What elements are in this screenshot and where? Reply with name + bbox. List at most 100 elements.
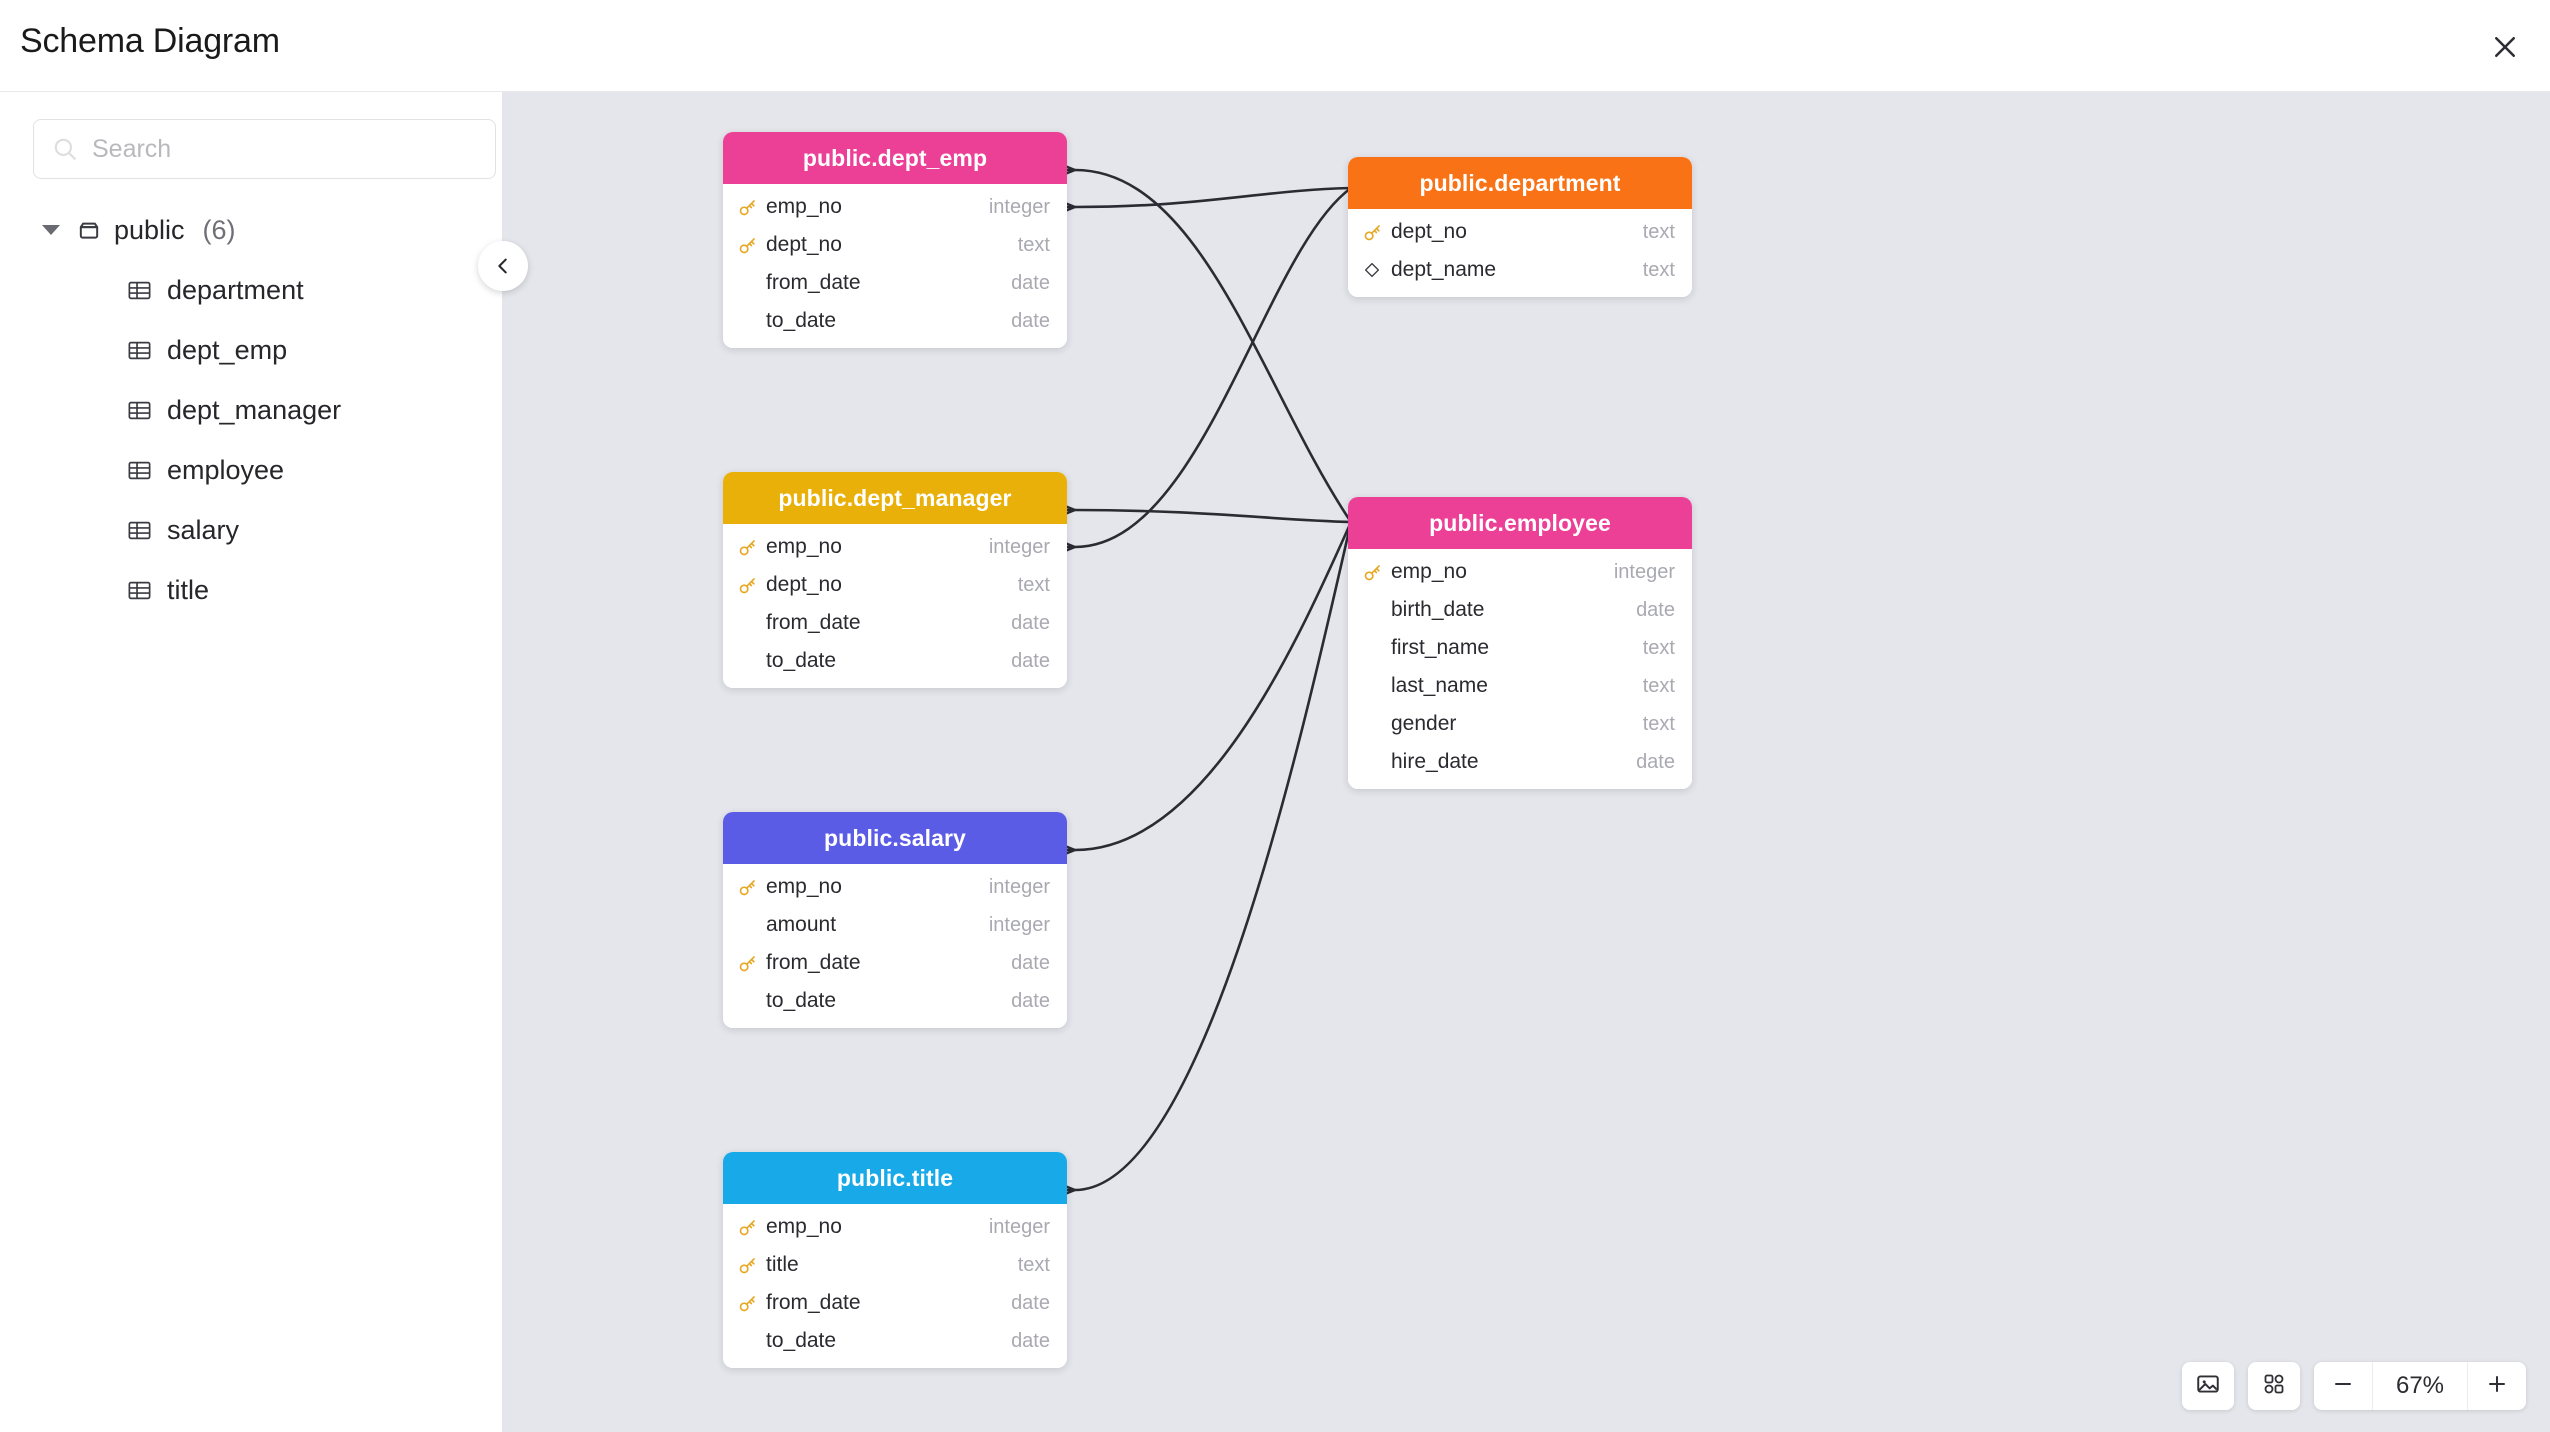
column-no-icon [736, 1330, 758, 1352]
column-name: dept_no [766, 233, 842, 256]
sidebar-item-department[interactable]: department [0, 260, 503, 320]
column-name: emp_no [766, 195, 842, 218]
key-icon [736, 196, 758, 218]
column-type: text [1017, 1253, 1050, 1276]
page-title: Schema Diagram [20, 22, 280, 60]
zoom-out-button[interactable] [2314, 1362, 2372, 1410]
search-box[interactable] [33, 119, 496, 179]
table-column-row[interactable]: dept_name text [1348, 251, 1692, 289]
column-name: amount [766, 913, 837, 936]
table-column-row[interactable]: title text [723, 1246, 1067, 1284]
key-icon [736, 536, 758, 558]
column-type: integer [988, 535, 1050, 558]
export-image-button[interactable] [2182, 1362, 2234, 1410]
column-type: text [1017, 233, 1050, 256]
table-column-row[interactable]: to_date date [723, 642, 1067, 680]
key-icon [736, 234, 758, 256]
zoom-in-button[interactable] [2468, 1362, 2526, 1410]
sidebar-item-public-schema[interactable]: public (6) [0, 200, 503, 260]
key-icon [736, 574, 758, 596]
diamond-icon [1361, 259, 1383, 281]
column-name: first_name [1391, 636, 1490, 659]
column-name: from_date [766, 1291, 861, 1314]
column-name: title [766, 1253, 799, 1276]
column-no-icon [736, 612, 758, 634]
column-name: to_date [766, 649, 837, 672]
column-name: from_date [766, 611, 861, 634]
app-header: Schema Diagram [0, 0, 2550, 92]
key-icon [736, 1216, 758, 1238]
canvas-toolbar: 67% [2182, 1362, 2526, 1410]
column-type: date [1636, 750, 1675, 773]
column-type: text [1642, 674, 1675, 697]
key-icon [736, 876, 758, 898]
sidebar-item-label: salary [167, 514, 240, 545]
sidebar-item-dept_manager[interactable]: dept_manager [0, 380, 503, 440]
column-name: dept_name [1391, 258, 1497, 281]
table-icon [126, 397, 153, 424]
column-type: date [1011, 1291, 1050, 1314]
column-type: text [1642, 258, 1675, 281]
edge-title-employee [1073, 520, 1353, 1192]
zoom-level-label[interactable]: 67% [2372, 1362, 2468, 1410]
search-input[interactable] [92, 134, 477, 164]
table-node-title: public.salary [723, 812, 1067, 864]
table-column-row[interactable]: from_date date [723, 1284, 1067, 1322]
auto-layout-button[interactable] [2248, 1362, 2300, 1410]
edge-dept_emp-department [1073, 186, 1353, 209]
caret-down-icon[interactable] [42, 225, 60, 235]
table-column-row[interactable]: dept_no text [723, 226, 1067, 264]
column-type: date [1011, 271, 1050, 294]
column-type: date [1011, 649, 1050, 672]
sidebar-item-employee[interactable]: employee [0, 440, 503, 500]
column-name: dept_no [766, 573, 842, 596]
column-no-icon [1361, 599, 1383, 621]
column-type: text [1642, 220, 1675, 243]
column-name: from_date [766, 951, 861, 974]
close-icon[interactable] [2478, 20, 2532, 74]
zoom-controls: 67% [2314, 1362, 2526, 1410]
sidebar-item-dept_emp[interactable]: dept_emp [0, 320, 503, 380]
column-name: gender [1391, 712, 1457, 735]
column-no-icon [1361, 675, 1383, 697]
sidebar-collapse-button[interactable] [478, 241, 528, 291]
sidebar-item-label: dept_manager [167, 394, 342, 425]
image-icon [2195, 1371, 2221, 1402]
table-node-title: public.dept_manager [723, 472, 1067, 524]
sidebar-item-salary[interactable]: salary [0, 500, 503, 560]
sidebar-item-title[interactable]: title [0, 560, 503, 620]
table-icon [126, 277, 153, 304]
key-icon [736, 1292, 758, 1314]
plus-icon [2485, 1372, 2509, 1401]
